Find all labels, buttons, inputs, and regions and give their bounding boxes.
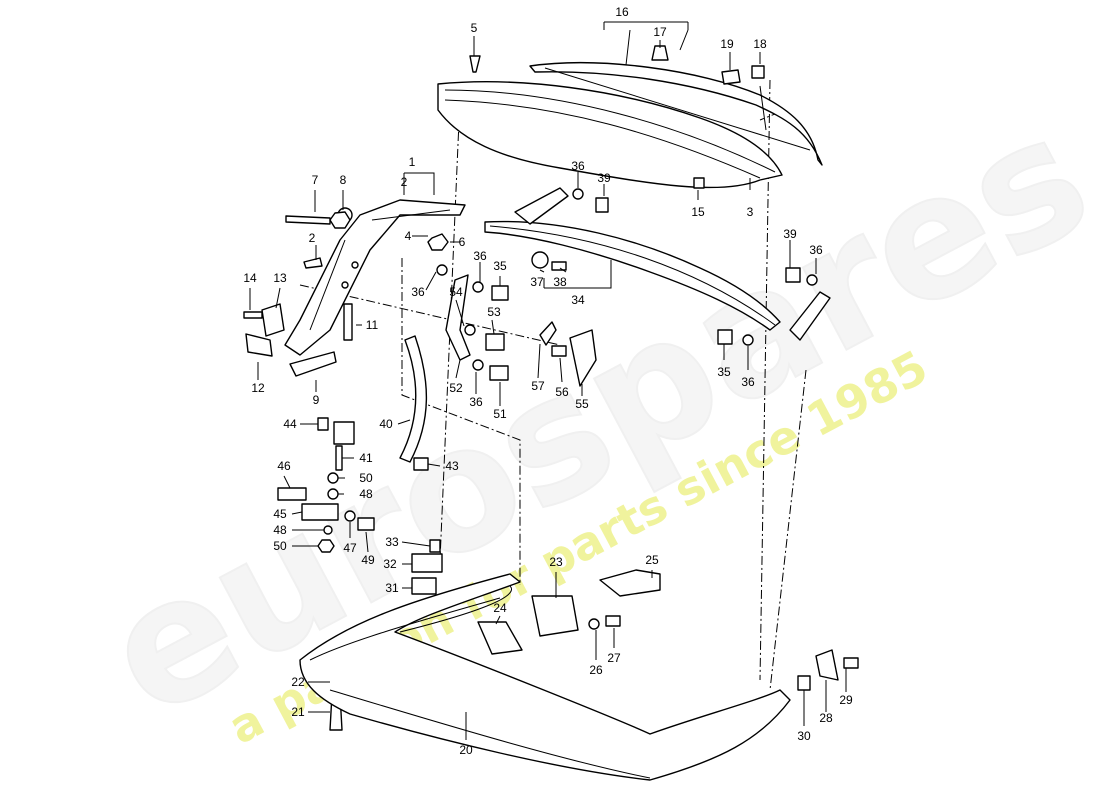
callout-3: 3 <box>747 205 754 219</box>
callout-13: 13 <box>273 271 287 285</box>
callout-33: 33 <box>385 535 399 549</box>
watermark-brand: eurospares <box>76 77 1100 756</box>
callout-15: 15 <box>691 205 705 219</box>
callout-4: 4 <box>405 229 412 243</box>
callout-25: 25 <box>645 553 659 567</box>
part-20-roof-panel <box>299 573 791 781</box>
callout-36-mid: 36 <box>469 395 483 409</box>
callout-55: 55 <box>575 397 589 411</box>
callout-36-far-right: 36 <box>741 375 755 389</box>
callout-20: 20 <box>459 743 473 757</box>
callout-54: 54 <box>449 285 463 299</box>
callout-1: 1 <box>409 155 416 169</box>
hardware <box>243 45 859 731</box>
callout-16: 16 <box>615 5 629 19</box>
watermark: eurospares a passion for parts since 198… <box>75 76 1100 757</box>
callout-41: 41 <box>359 451 373 465</box>
callout-12: 12 <box>251 381 265 395</box>
callout-23: 23 <box>549 555 563 569</box>
callout-7: 7 <box>312 173 319 187</box>
callout-19: 19 <box>720 37 734 51</box>
callout-50-bottom: 50 <box>273 539 287 553</box>
callout-37: 37 <box>530 275 544 289</box>
callout-31: 31 <box>385 581 399 595</box>
callout-2-left: 2 <box>309 231 316 245</box>
callout-11: 11 <box>366 318 379 332</box>
callout-36-hinge: 36 <box>473 249 487 263</box>
callout-17: 17 <box>653 25 667 39</box>
callout-39-right: 39 <box>783 227 797 241</box>
callout-24: 24 <box>493 601 507 615</box>
callout-43: 43 <box>445 459 459 473</box>
callout-57: 57 <box>531 379 545 393</box>
callout-53: 53 <box>487 305 501 319</box>
callout-labels: 5 16 17 19 18 1 2 7 8 36 39 15 3 4 6 2 3… <box>243 5 853 757</box>
callout-56: 56 <box>555 385 569 399</box>
callout-32: 32 <box>383 557 397 571</box>
callout-29: 29 <box>839 693 853 707</box>
callout-35-right: 35 <box>717 365 731 379</box>
callout-22: 22 <box>291 675 305 689</box>
assembly-lines <box>299 79 807 691</box>
callout-48-top: 48 <box>359 487 373 501</box>
callout-27: 27 <box>607 651 621 665</box>
callout-52: 52 <box>449 381 463 395</box>
part-34-rear-bow <box>484 220 781 331</box>
leader-lines <box>249 21 847 740</box>
part-16-rail <box>529 62 823 166</box>
callout-38: 38 <box>553 275 567 289</box>
callout-36-top: 36 <box>571 159 585 173</box>
callout-30: 30 <box>797 729 811 743</box>
callout-50-top: 50 <box>359 471 373 485</box>
callout-44: 44 <box>283 417 297 431</box>
callout-5: 5 <box>471 21 478 35</box>
callout-47: 47 <box>343 541 357 555</box>
callout-26: 26 <box>589 663 603 677</box>
callout-35-hinge: 35 <box>493 259 507 273</box>
hinge-arms <box>399 187 831 463</box>
callout-51: 51 <box>493 407 507 421</box>
callout-46: 46 <box>277 459 291 473</box>
callout-48-bottom: 48 <box>273 523 287 537</box>
callout-40: 40 <box>379 417 393 431</box>
part-3-front-bow <box>437 81 783 189</box>
callout-14: 14 <box>243 271 257 285</box>
callout-2-top: 2 <box>401 175 408 189</box>
callout-18: 18 <box>753 37 767 51</box>
callout-9: 9 <box>313 393 320 407</box>
callout-6: 6 <box>459 235 466 249</box>
callout-45: 45 <box>273 507 287 521</box>
callout-8: 8 <box>340 173 347 187</box>
callout-28: 28 <box>819 711 833 725</box>
callout-49: 49 <box>361 553 375 567</box>
callout-36-left: 36 <box>411 285 425 299</box>
callout-34: 34 <box>571 293 585 307</box>
callout-21: 21 <box>291 705 305 719</box>
callout-36-right: 36 <box>809 243 823 257</box>
callout-39-top: 39 <box>597 171 611 185</box>
